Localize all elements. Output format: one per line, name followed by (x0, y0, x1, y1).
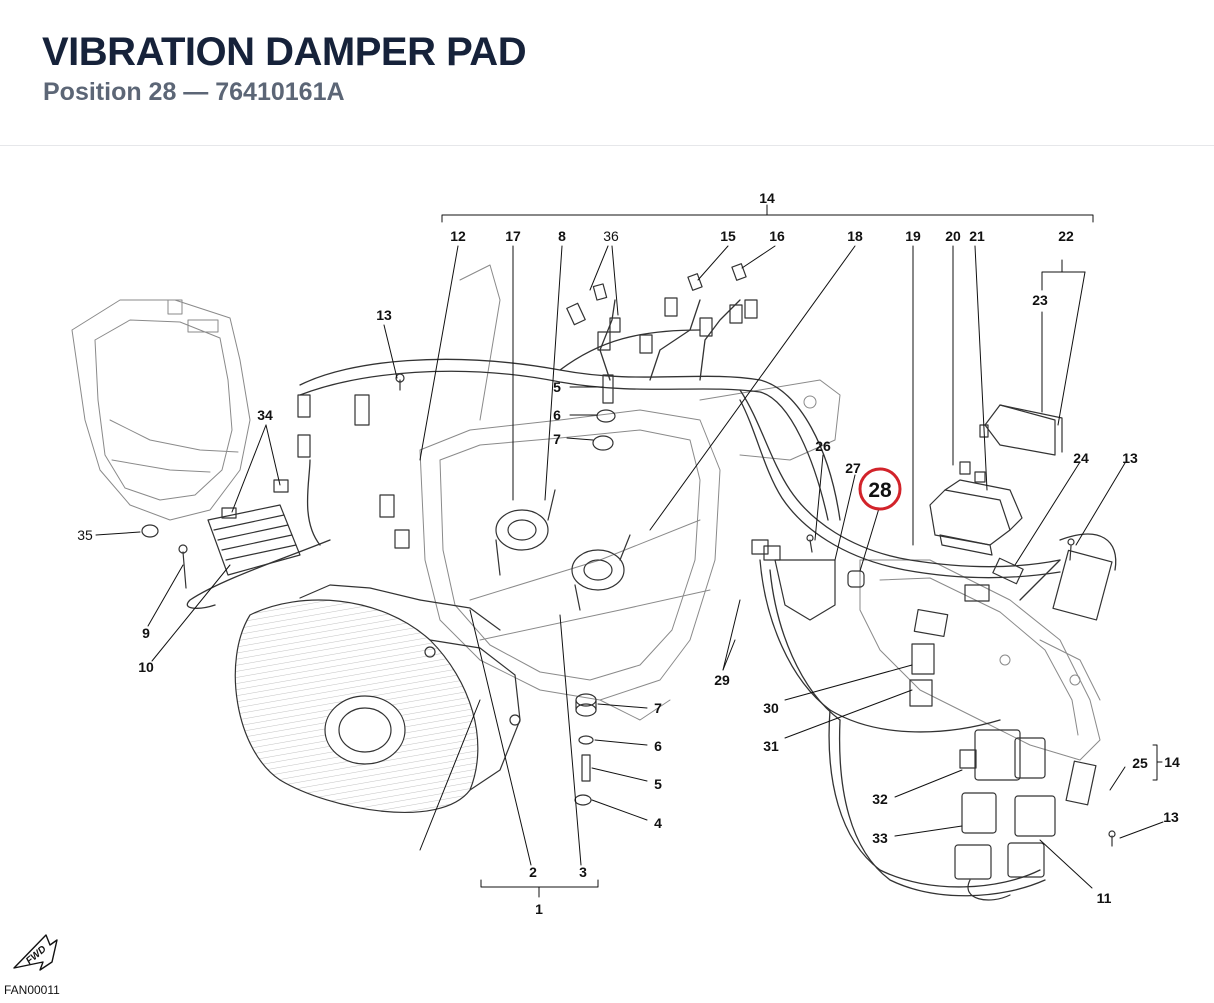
callout-12[interactable]: 12 (450, 228, 466, 244)
callout-16[interactable]: 16 (769, 228, 785, 244)
callout-13-top[interactable]: 13 (376, 307, 392, 323)
connectors (297, 263, 1113, 806)
callout-35[interactable]: 35 (77, 527, 93, 543)
headlight-support-frame (419, 264, 841, 721)
callout-5-upper[interactable]: 5 (553, 379, 561, 395)
frame-bracket (71, 299, 251, 521)
voltage-regulator (207, 479, 301, 576)
callout-18[interactable]: 18 (847, 228, 863, 244)
callout-36[interactable]: 36 (603, 228, 619, 244)
mount-stack-upper (592, 374, 616, 451)
callout-33[interactable]: 33 (872, 830, 888, 846)
control-unit (929, 461, 1023, 556)
callout-29[interactable]: 29 (714, 672, 730, 688)
callout-26[interactable]: 26 (815, 438, 831, 454)
page-header: VIBRATION DAMPER PAD Position 28 — 76410… (0, 0, 1214, 146)
callout-11[interactable]: 11 (1097, 890, 1112, 906)
callout-7-upper[interactable]: 7 (553, 431, 561, 447)
right-subframe (859, 559, 1101, 761)
callout-1[interactable]: 1 (535, 901, 543, 917)
callout-34[interactable]: 34 (257, 407, 273, 423)
callout-30[interactable]: 30 (763, 700, 779, 716)
page-subtitle: Position 28 — 76410161A (43, 78, 345, 106)
callout-5-lower[interactable]: 5 (654, 776, 662, 792)
callout-7-lower[interactable]: 7 (654, 700, 662, 716)
callout-14[interactable]: 14 (759, 190, 775, 206)
callout-13-lower[interactable]: 13 (1163, 809, 1179, 825)
callout-31[interactable]: 31 (763, 738, 779, 754)
callout-19[interactable]: 19 (905, 228, 921, 244)
fwd-arrow (13, 934, 58, 971)
callout-13-right[interactable]: 13 (1122, 450, 1138, 466)
callout-8[interactable]: 8 (558, 228, 566, 244)
callout-4[interactable]: 4 (654, 815, 662, 831)
relays (954, 729, 1056, 901)
callout-32[interactable]: 32 (872, 791, 888, 807)
callout-10[interactable]: 10 (138, 659, 154, 675)
leader-lines (95, 204, 1164, 898)
highlight-marker[interactable]: 28 (858, 467, 902, 511)
callout-24[interactable]: 24 (1073, 450, 1089, 466)
callout-25[interactable]: 25 (1132, 755, 1148, 771)
callout-21[interactable]: 21 (969, 228, 985, 244)
callout-23[interactable]: 23 (1032, 292, 1048, 308)
mount-stack-lower (574, 693, 597, 806)
callout-9[interactable]: 9 (142, 625, 150, 641)
page-title: VIBRATION DAMPER PAD (42, 30, 527, 74)
callout-labels: 14 12 17 8 36 15 16 18 19 20 21 22 23 13… (24, 190, 1180, 967)
horn-coils (495, 489, 631, 611)
headlight-assembly (234, 584, 521, 813)
highlight-label: 28 (868, 479, 892, 502)
fuse-box (979, 404, 1063, 456)
callout-15[interactable]: 15 (720, 228, 736, 244)
callout-14-right[interactable]: 14 (1164, 754, 1180, 770)
wiring-harness (186, 299, 1117, 897)
drawing-code: FAN00011 (4, 983, 60, 997)
diagram-artwork (13, 204, 1164, 971)
bolts (141, 373, 1116, 847)
callout-20[interactable]: 20 (945, 228, 961, 244)
damper-pad-part (847, 570, 865, 588)
callout-2[interactable]: 2 (529, 864, 537, 880)
callout-6-upper[interactable]: 6 (553, 407, 561, 423)
callout-6-lower[interactable]: 6 (654, 738, 662, 754)
callout-22[interactable]: 22 (1058, 228, 1074, 244)
callout-17[interactable]: 17 (505, 228, 521, 244)
callout-27[interactable]: 27 (845, 460, 861, 476)
callout-3[interactable]: 3 (579, 864, 587, 880)
